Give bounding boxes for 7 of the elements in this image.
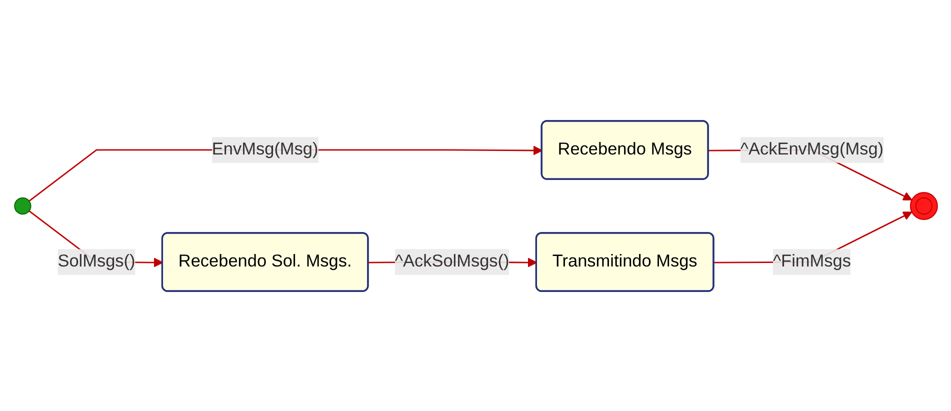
edge-label: ^AckSolMsgs() xyxy=(394,252,509,270)
edge-label: ^AckEnvMsg(Msg) xyxy=(740,140,884,158)
edge-label: SolMsgs() xyxy=(57,252,135,270)
edge-label: EnvMsg(Msg) xyxy=(211,140,318,158)
node-circle xyxy=(909,192,938,220)
edge-label: ^FimMsgs xyxy=(772,252,850,270)
node-circle xyxy=(14,196,31,214)
